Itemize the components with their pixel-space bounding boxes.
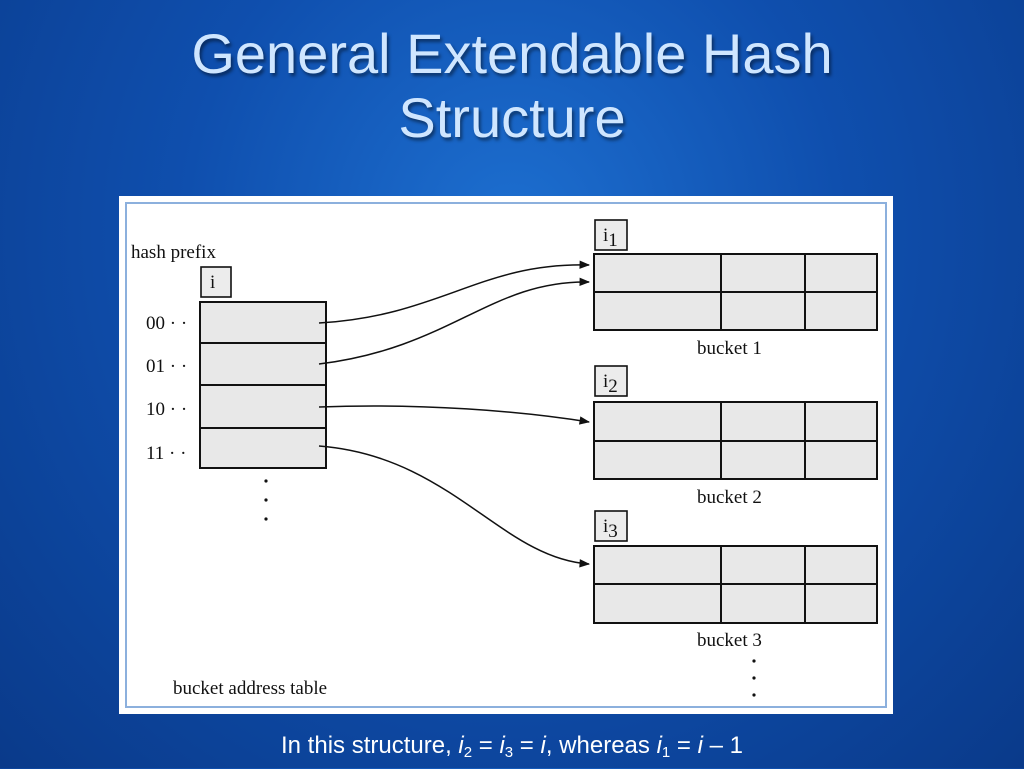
pointer-00-to-bucket-1 [318, 260, 591, 324]
table-entry-11 [199, 427, 327, 469]
table-entry-00 [199, 301, 327, 344]
slide-title-line-1: General Extendable Hash [191, 22, 833, 85]
bucket-2-depth: i2 [603, 371, 618, 397]
pointer-arrows [318, 260, 591, 568]
bucket-2-depth-box [594, 365, 628, 397]
bucket-3-depth: i3 [603, 516, 618, 542]
prefix-label-11: 11 · · [146, 443, 186, 464]
slide-caption: In this structure, i2 = i3 = i, whereas … [281, 732, 743, 761]
figure-frame: hash prefix i 00 · · 01 · · 10 · · 11 · … [119, 196, 893, 714]
bucket-continuation-dots [752, 659, 756, 697]
figure-inner-border [125, 202, 887, 708]
bucket-2 [593, 401, 878, 480]
bucket-3-depth-box [594, 510, 628, 542]
pointer-10-to-bucket-2 [318, 405, 591, 425]
table-entry-01 [199, 342, 327, 386]
bucket-1-depth-box [594, 219, 628, 251]
slide-title-line-2: Structure [398, 86, 626, 149]
global-depth-label: i [210, 272, 215, 293]
bucket-2-label: bucket 2 [697, 487, 762, 508]
bucket-1 [593, 253, 878, 331]
bucket-1-label: bucket 1 [697, 338, 762, 359]
global-depth-box [200, 266, 232, 298]
prefix-label-01: 01 · · [146, 356, 187, 377]
pointer-01-to-bucket-1 [318, 277, 591, 365]
bucket-3 [593, 545, 878, 624]
prefix-label-10: 10 · · [146, 399, 187, 420]
hash-prefix-label: hash prefix [131, 242, 216, 263]
slide-title: General Extendable Hash Structure [0, 22, 1024, 150]
prefix-label-00: 00 · · [146, 313, 187, 334]
table-continuation-dots [264, 479, 268, 521]
table-entry-10 [199, 384, 327, 429]
bucket-address-table [199, 301, 327, 469]
pointer-11-to-bucket-3 [318, 445, 591, 568]
bucket-address-table-label: bucket address table [173, 678, 327, 699]
extendable-hash-diagram: hash prefix i 00 · · 01 · · 10 · · 11 · … [131, 219, 878, 699]
bucket-3-label: bucket 3 [697, 630, 762, 651]
bucket-1-depth: i1 [603, 225, 618, 251]
